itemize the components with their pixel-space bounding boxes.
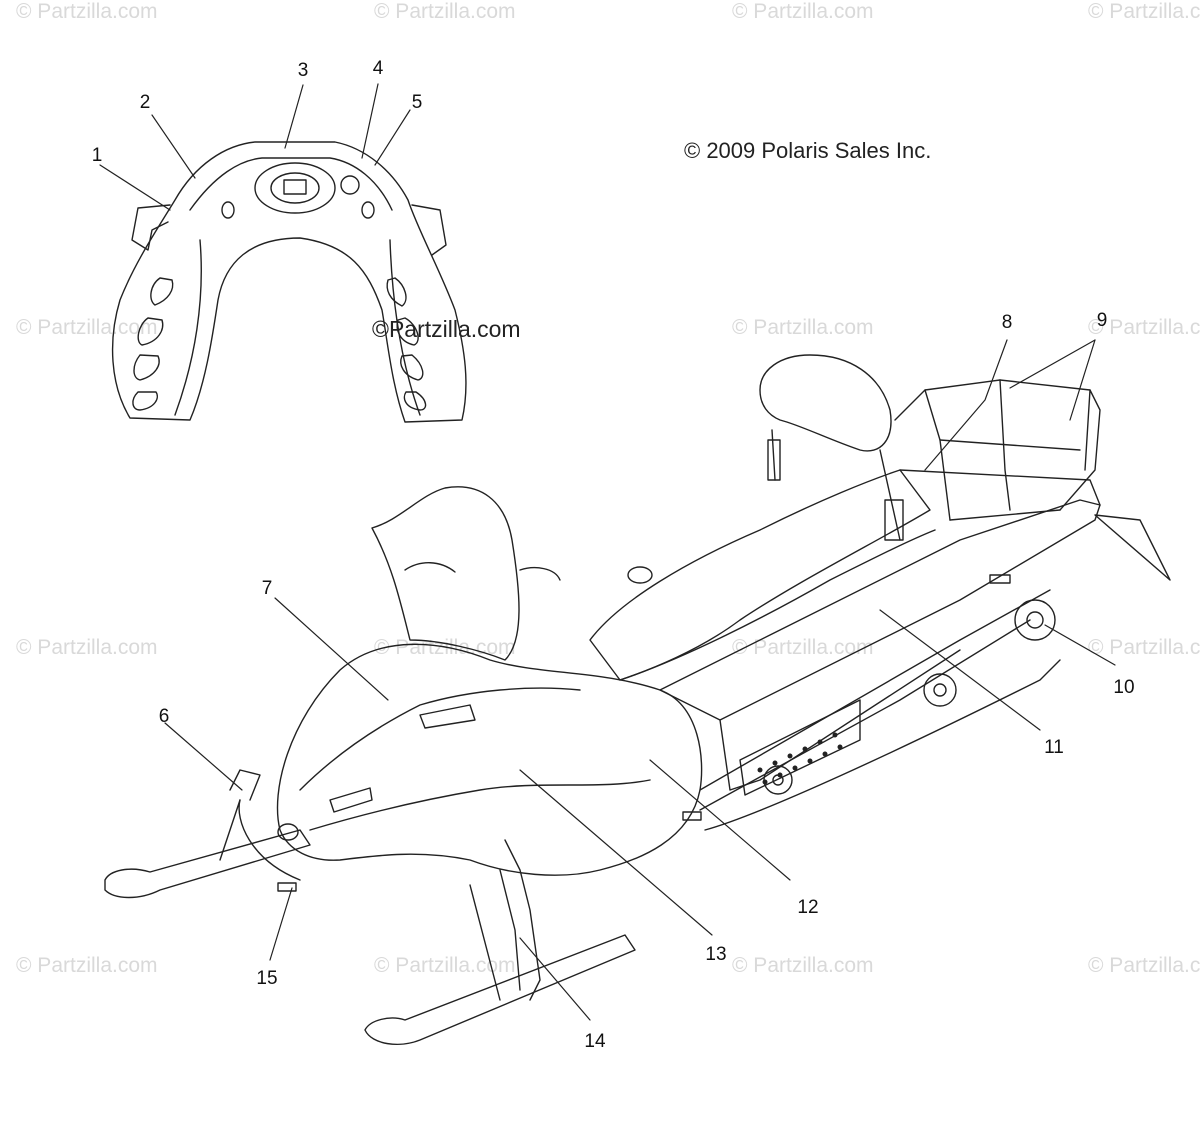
callout-11: 11	[1044, 737, 1064, 758]
watermark: © Partzilla.com	[16, 954, 158, 977]
watermark: © Partzilla.com	[16, 636, 158, 659]
watermark: © Partzilla.com	[732, 954, 874, 977]
callout-10: 10	[1113, 677, 1135, 698]
callout-12: 12	[797, 897, 819, 918]
callout-9: 9	[1096, 310, 1108, 331]
callout-7: 7	[261, 578, 273, 599]
watermark: © Partzilla.com	[1088, 0, 1200, 23]
callout-4: 4	[372, 58, 384, 79]
watermark: © Partzilla.com	[732, 316, 874, 339]
watermark: © Partzilla.com	[1088, 954, 1200, 977]
watermark: © Partzilla.com	[1088, 316, 1200, 339]
callout-13: 13	[705, 944, 727, 965]
copyright-text: © 2009 Polaris Sales Inc.	[684, 138, 932, 163]
watermark: © Partzilla.com	[16, 316, 158, 339]
watermark: © Partzilla.com	[16, 0, 158, 23]
watermark: © Partzilla.com	[732, 0, 874, 23]
watermark: © Partzilla.com	[374, 954, 516, 977]
callout-1: 1	[91, 145, 103, 166]
callout-15: 15	[256, 968, 278, 989]
callout-6: 6	[158, 706, 170, 727]
watermark: © Partzilla.com	[732, 636, 874, 659]
watermark: © Partzilla.com	[1088, 636, 1200, 659]
callout-14: 14	[584, 1031, 606, 1052]
center-watermark: ©Partzilla.com	[372, 316, 521, 342]
snowmobile-body	[104, 354, 1171, 1045]
callout-2: 2	[139, 92, 151, 113]
callout-5: 5	[411, 92, 423, 113]
watermark: © Partzilla.com	[374, 0, 516, 23]
callout-8: 8	[1001, 312, 1013, 333]
leader-lines	[99, 83, 1116, 1021]
callout-3: 3	[297, 60, 309, 81]
hood-console-part	[111, 141, 467, 423]
